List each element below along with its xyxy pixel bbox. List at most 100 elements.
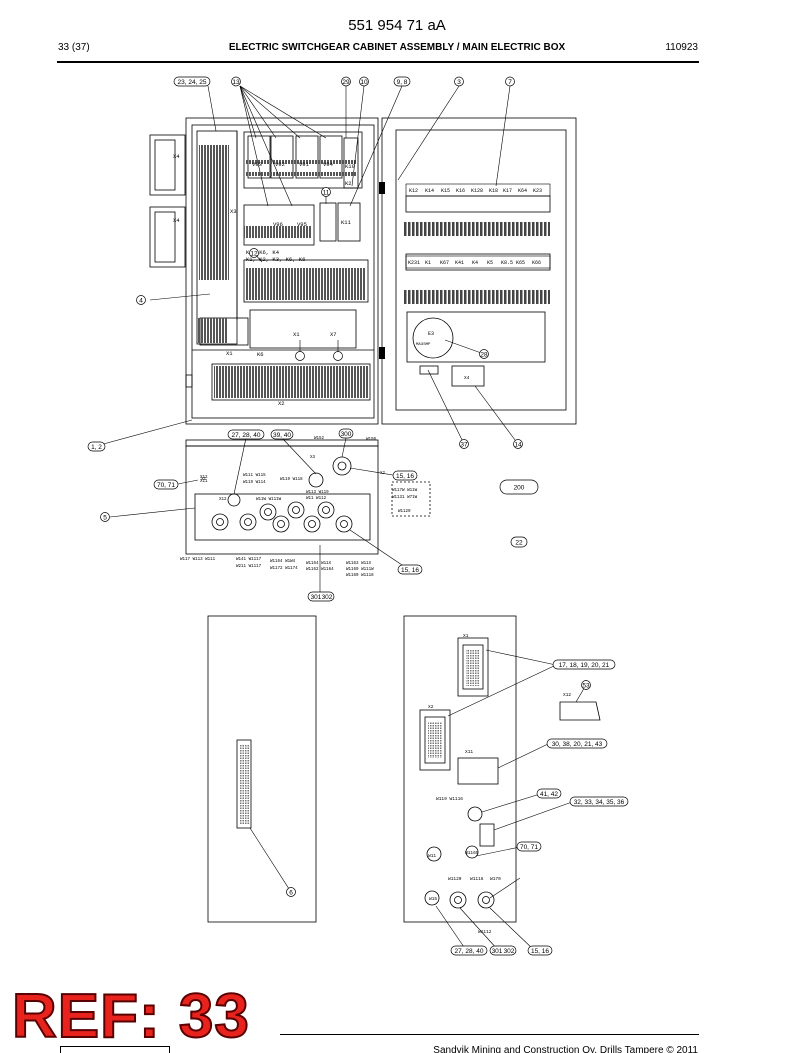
ref-stamp: REF: 33 <box>11 982 250 1051</box>
terminal-strips <box>197 145 368 398</box>
callout <box>479 349 489 359</box>
callout-text: 17, 18, 19, 20, 21 <box>559 662 610 669</box>
label-bottom4: W1164 W1W4 <box>270 560 296 564</box>
relay-label: K41 <box>455 260 464 266</box>
callout <box>136 295 146 305</box>
label-v96: V96 <box>273 221 283 228</box>
callout-text: 29 <box>342 79 350 86</box>
callout <box>569 796 629 807</box>
label-w-top1: W152 <box>314 437 325 441</box>
callout-text: 15, 16 <box>396 473 414 480</box>
callout <box>489 945 517 956</box>
callout <box>393 76 411 87</box>
relay-label: K67 <box>440 260 449 266</box>
sandvik-logo <box>60 1046 170 1053</box>
label-w-c: W119 W118 <box>280 478 303 482</box>
callout <box>527 945 553 956</box>
callout <box>333 351 343 361</box>
label-v91: V91 <box>299 161 310 168</box>
callout <box>87 441 106 452</box>
cabinet-body <box>185 117 379 425</box>
callout-text: 13 <box>232 79 240 86</box>
callout-text: 30, 38, 20, 21, 43 <box>552 741 603 748</box>
callout-text: 1, 2 <box>91 444 102 451</box>
callout <box>270 429 294 440</box>
relay-label: K128 <box>471 188 483 194</box>
callout-text: 302 <box>322 594 333 601</box>
relay-label: K23 <box>533 188 542 194</box>
label-lower-w-bot2: W1116 <box>470 876 484 882</box>
callout <box>307 591 335 602</box>
label-relay-row2: K1, K2, K3, K6, K6 <box>246 256 305 263</box>
callout <box>510 536 528 548</box>
door-hinge-bottom <box>379 347 385 359</box>
label-x4b: X4 <box>173 217 180 224</box>
label-x2: X2 <box>278 400 285 407</box>
callout <box>153 479 179 490</box>
callout-text: 23, 24, 25 <box>178 79 207 86</box>
bottom-view-connector-x2 <box>428 722 442 758</box>
side-view-panel <box>207 615 317 923</box>
callout-text: 3 <box>457 79 461 86</box>
label-x1: X1 <box>226 350 233 357</box>
label-relay-row1: K5, K6, K4 <box>246 249 280 256</box>
label-box-x12: X12 <box>219 498 227 502</box>
relay-label: K12 <box>409 188 418 194</box>
callout <box>552 659 616 670</box>
leader-lines <box>95 85 587 951</box>
callout <box>173 76 211 87</box>
label-bottom6: W1164 W11X <box>306 562 332 566</box>
callout-text: 5 <box>103 515 107 522</box>
label-w-f: W117W W11W <box>392 489 418 493</box>
relay-label: K8.5 <box>501 260 513 266</box>
callout <box>100 512 110 522</box>
callout <box>450 945 488 956</box>
door-relay-row-top: K12 K14 K15 K16 K128 K18 K17 K64 K23 <box>405 183 551 197</box>
callout-text: 200 <box>514 485 525 492</box>
callout-text: 32, 33, 34, 35, 36 <box>574 799 625 806</box>
label-v95: V95 <box>297 221 307 228</box>
label-w-d: W113 W119 <box>306 491 329 495</box>
side-view-terminal <box>239 744 249 824</box>
label-lower-x2: X2 <box>428 704 434 710</box>
label-lower-w-bot1: W1120 <box>448 876 462 882</box>
callout <box>459 439 469 449</box>
callout-bubbles <box>87 76 629 956</box>
relay-label: K231 <box>408 260 420 266</box>
doc-number: 551 954 71 aA <box>348 17 446 34</box>
callout-text: 53 <box>582 683 590 690</box>
callout <box>505 76 515 87</box>
callout-text: 15, 16 <box>401 567 419 574</box>
callout <box>499 479 539 495</box>
callout <box>359 76 369 87</box>
callout-text: 9, 8 <box>397 79 408 86</box>
relay-label: K15 <box>441 188 450 194</box>
label-lower-w11: W11 <box>428 853 436 859</box>
footer-copyright: Sandvik Mining and Construction Oy, Dril… <box>433 1045 698 1053</box>
callout <box>581 680 591 690</box>
label-v92: V92 <box>275 161 285 168</box>
footer-rule <box>280 1034 699 1035</box>
label-bottom9: W1169 W111W <box>346 568 374 572</box>
connector-box-labels: W152 W150 X3 W111 W115 W119 W114 W119 W1… <box>180 437 418 578</box>
callout-text: 10 <box>360 79 368 86</box>
callout-text: 15, 16 <box>531 948 549 955</box>
label-bottom5: W1172 W1174 <box>270 567 298 571</box>
door-rail-bottom <box>404 290 550 304</box>
label-bottom8: W1163 W11X <box>346 562 372 566</box>
callout <box>227 429 265 440</box>
relay-label: K18 <box>489 188 498 194</box>
relay-label: K4 <box>472 260 478 266</box>
callout-text: 39, 40 <box>273 432 291 439</box>
page-ref: 33 (37) <box>58 42 90 53</box>
label-bottom1: W117 W113 W111 <box>180 558 216 562</box>
callout-text: 7 <box>508 79 512 86</box>
label-lower-x12: X12 <box>563 692 571 698</box>
label-w-side: W1120 <box>398 510 411 514</box>
label-w-top2: W150 <box>366 438 377 442</box>
label-w-g: W1131 W71W <box>392 496 418 500</box>
door-rail-top <box>404 222 550 236</box>
label-x4: X4 <box>173 153 180 160</box>
label-lower-w3: W170 <box>490 876 501 882</box>
